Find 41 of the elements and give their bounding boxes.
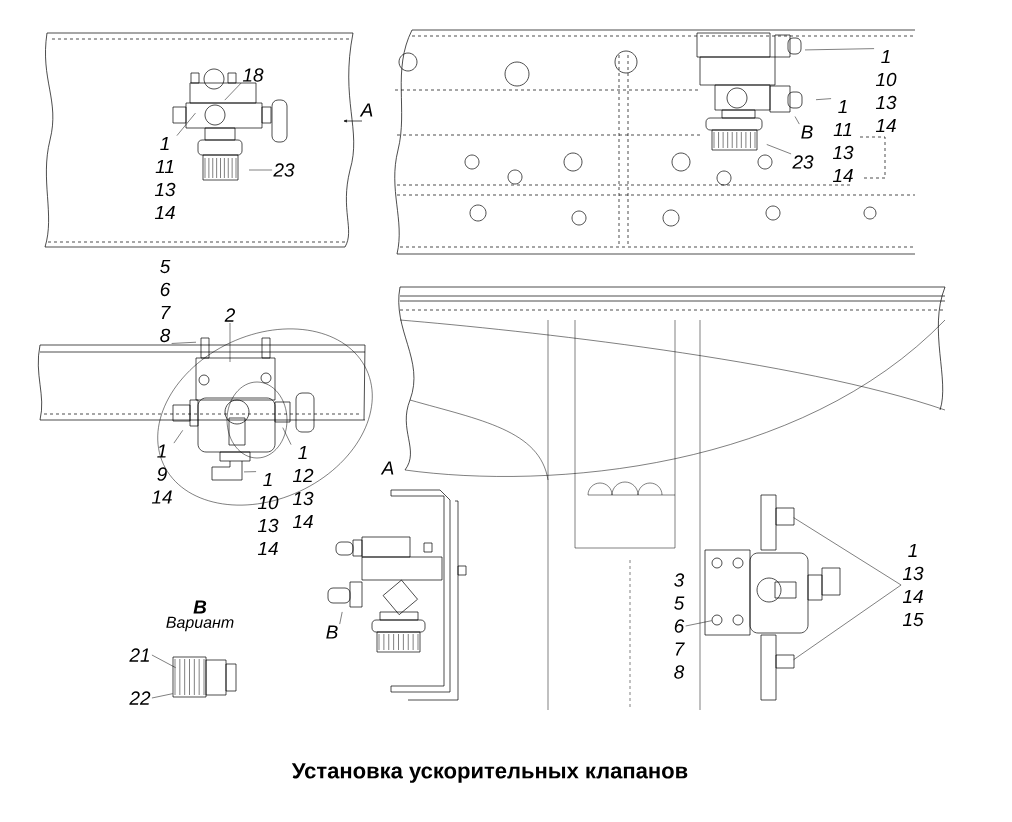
valve-drawing <box>704 494 841 701</box>
view-label: Вариант <box>166 616 234 632</box>
callout-number: 3 5 6 7 8 <box>674 573 685 679</box>
callout-number: 1 11 13 14 <box>154 136 176 220</box>
leader-line <box>151 693 173 699</box>
callout-number: 2 <box>224 308 235 322</box>
callout-number: 18 <box>242 68 264 82</box>
callout-number: В <box>801 125 813 139</box>
callout-number: 1 13 14 15 <box>902 543 924 627</box>
fitting-drawing <box>172 656 237 698</box>
leader-line <box>248 169 273 171</box>
leader-line <box>243 471 257 473</box>
callout-number: 5 6 7 8 <box>160 259 171 343</box>
leader-line <box>815 98 832 100</box>
callout-number: 23 <box>792 155 814 169</box>
title: Установка ускорительных клапанов <box>291 763 688 783</box>
leader-line <box>804 48 875 51</box>
leader-line <box>793 517 902 586</box>
callout-number: 1 9 14 <box>151 444 172 504</box>
callout-number: 22 <box>129 691 151 705</box>
view-label: А <box>359 103 373 117</box>
leader-line <box>171 341 197 344</box>
leader-line <box>339 611 343 625</box>
callout-number: В <box>326 625 338 639</box>
view-label: А <box>380 461 394 475</box>
leader-line <box>151 654 176 668</box>
callout-number: 1 12 13 14 <box>292 446 314 529</box>
view-label: В <box>193 600 207 614</box>
leader-line <box>794 116 800 125</box>
leader-line <box>766 144 792 155</box>
callout-number: 23 <box>273 163 295 177</box>
leader-line <box>282 427 292 445</box>
leader-line <box>173 430 183 444</box>
callout-number: 21 <box>129 648 149 662</box>
leader-line <box>229 322 231 363</box>
leader-line <box>224 82 242 101</box>
callout-number: 1 10 13 14 <box>875 49 897 133</box>
leader-line <box>685 620 712 627</box>
callout-number: 1 11 13 14 <box>832 99 854 183</box>
callout-number: 1 10 13 14 <box>257 473 279 556</box>
leader-line <box>793 584 902 660</box>
